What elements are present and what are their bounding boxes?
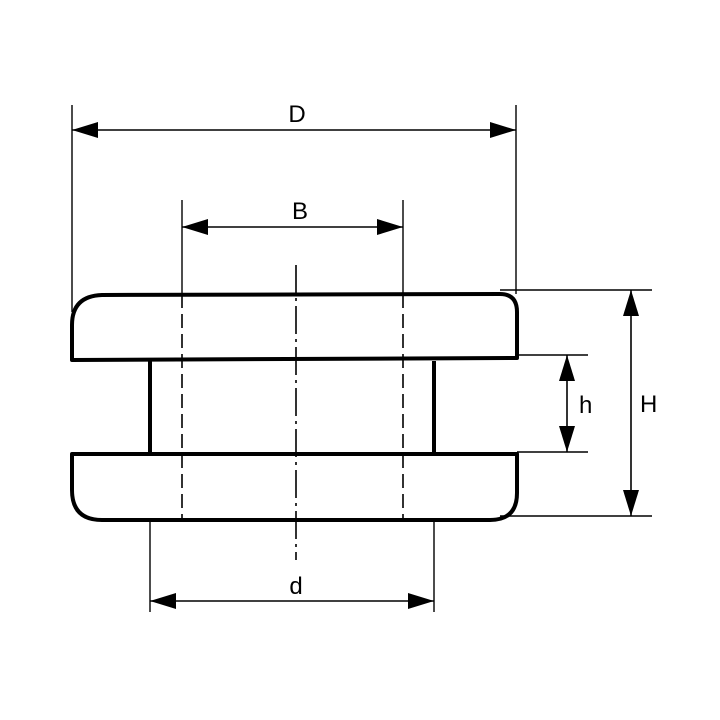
dim-D-arrow-right xyxy=(490,122,516,138)
dim-B-label: B xyxy=(292,198,308,225)
dim-H-arrow-bottom xyxy=(623,490,639,516)
dim-B-arrow-right xyxy=(377,219,403,235)
top-flange-outline xyxy=(70,292,519,362)
dim-h-label: h xyxy=(579,392,592,419)
dim-H-arrow-top xyxy=(623,290,639,316)
dim-h-arrow-top xyxy=(559,355,575,381)
dim-d-label: d xyxy=(289,573,302,600)
dim-B-arrow-left xyxy=(182,219,208,235)
dim-h-arrow-bottom xyxy=(559,426,575,452)
dim-H-label: H xyxy=(640,391,657,418)
dim-D-label: D xyxy=(288,101,305,128)
dim-d-arrow-left xyxy=(150,593,176,609)
bottom-flange-outline xyxy=(70,452,519,522)
dim-d-arrow-right xyxy=(408,593,434,609)
dim-D-arrow-left xyxy=(72,122,98,138)
